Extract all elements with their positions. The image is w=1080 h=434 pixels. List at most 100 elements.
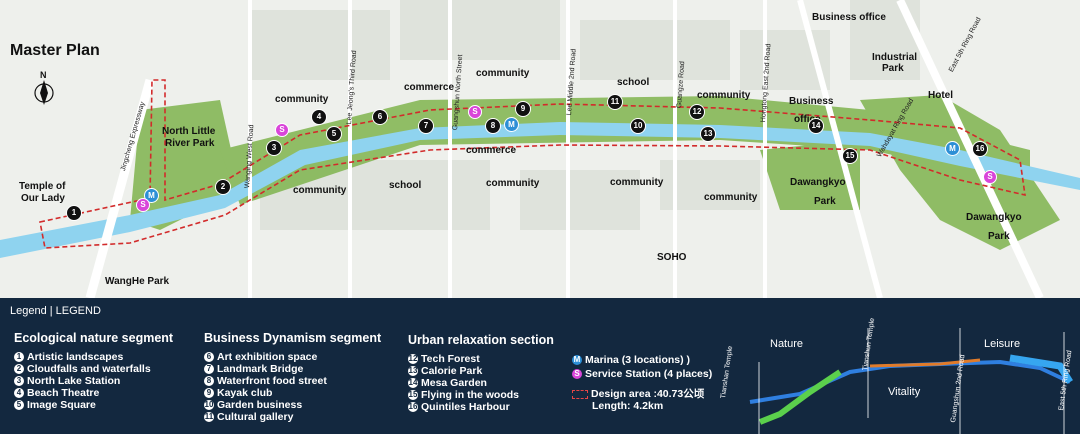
jingcheng-expressway [85, 78, 155, 298]
place-label: commerce [466, 145, 517, 156]
site-marker: 14 [808, 118, 824, 134]
item-number-icon: 14 [408, 378, 418, 389]
place-label: school [617, 77, 650, 88]
item-label: Artistic landscapes [27, 351, 124, 363]
service-station-icon: S [275, 123, 289, 137]
profile-vitality-label: Vitality [888, 386, 921, 398]
profile-leisure-label: Leisure [984, 338, 1021, 350]
item-number-icon: 10 [204, 400, 214, 411]
site-marker: 11 [607, 94, 623, 110]
item-label: Image Square [27, 399, 96, 411]
place-label: school [389, 180, 422, 191]
profile-nature-label: Nature [770, 338, 804, 350]
site-marker: 4 [311, 109, 327, 125]
item-number-icon: 9 [204, 388, 214, 399]
place-label: community [610, 177, 664, 188]
length-label: Length: 4.2km [592, 400, 664, 412]
item-number-icon: 8 [204, 376, 214, 387]
item-label: North Lake Station [27, 375, 121, 387]
place-label: office [794, 114, 821, 125]
site-marker: 6 [372, 109, 388, 125]
site-marker: 13 [700, 126, 716, 142]
place-label: Dawangkyo [790, 177, 846, 188]
item-number-icon: 3 [14, 376, 24, 387]
place-label: Hotel [928, 90, 953, 101]
marina-legend-label: Marina (3 locations) ) [585, 354, 691, 366]
station-legend-label: Service Station (4 places) [585, 368, 713, 380]
item-label: Cultural gallery [217, 411, 294, 423]
service-station-icon: S [136, 198, 150, 212]
site-marker: 1 [66, 205, 82, 221]
place-label: community [486, 178, 540, 189]
service-station-icon: S [572, 369, 582, 380]
item-number-icon: 4 [14, 388, 24, 399]
compass-needle-icon [40, 80, 48, 105]
place-label: Our Lady [21, 193, 65, 204]
item-label: Flying in the woods [421, 389, 519, 401]
place-label: community [275, 94, 329, 105]
section-profile [749, 328, 1073, 434]
place-label: WangHe Park [105, 276, 170, 287]
item-number-icon: 11 [204, 412, 214, 423]
marina-icon: M [945, 141, 960, 156]
site-marker: 8 [485, 118, 501, 134]
service-station-icon: S [468, 105, 482, 119]
item-label: Calorie Park [421, 365, 483, 377]
place-label: Dawangkyo [966, 212, 1022, 223]
item-label: Quintiles Harbour [421, 401, 510, 413]
legend-title: Legend | LEGEND [10, 305, 101, 317]
site-marker: 10 [630, 118, 646, 134]
design-area-row: Design area :40.73公顷 Length: 4.2km [572, 388, 704, 412]
place-label: Park [988, 231, 1010, 242]
city-roads [248, 0, 767, 298]
site-marker: 15 [842, 148, 858, 164]
place-label: Business [789, 96, 834, 107]
site-marker: 7 [418, 118, 434, 134]
item-label: Mesa Garden [421, 377, 487, 389]
site-marker: 12 [689, 104, 705, 120]
item-number-icon: 6 [204, 352, 214, 363]
site-marker: 3 [266, 140, 282, 156]
item-label: Waterfront food street [217, 375, 327, 387]
place-label: SOHO [657, 252, 687, 263]
profile-mark: Tianshan Temple [720, 345, 735, 399]
item-label: Garden business [217, 399, 303, 411]
east-5th-ring-road [896, 0, 1044, 298]
place-label: Temple of [19, 181, 66, 192]
place-label: community [476, 68, 530, 79]
item-number-icon: 15 [408, 390, 418, 401]
item-number-icon: 2 [14, 364, 24, 375]
place-label: Industrial [872, 52, 918, 63]
segment-heading: Urban relaxation section [408, 333, 554, 347]
item-label: Kayak club [217, 387, 273, 399]
item-label: Landmark Bridge [217, 363, 304, 375]
service-station-icon: S [983, 170, 997, 184]
item-label: Tech Forest [421, 353, 480, 365]
item-number-icon: 12 [408, 354, 418, 365]
item-number-icon: 5 [14, 400, 24, 411]
site-marker: 2 [215, 179, 231, 195]
site-marker: 5 [326, 126, 342, 142]
place-label: community [704, 192, 758, 203]
item-number-icon: 13 [408, 366, 418, 377]
